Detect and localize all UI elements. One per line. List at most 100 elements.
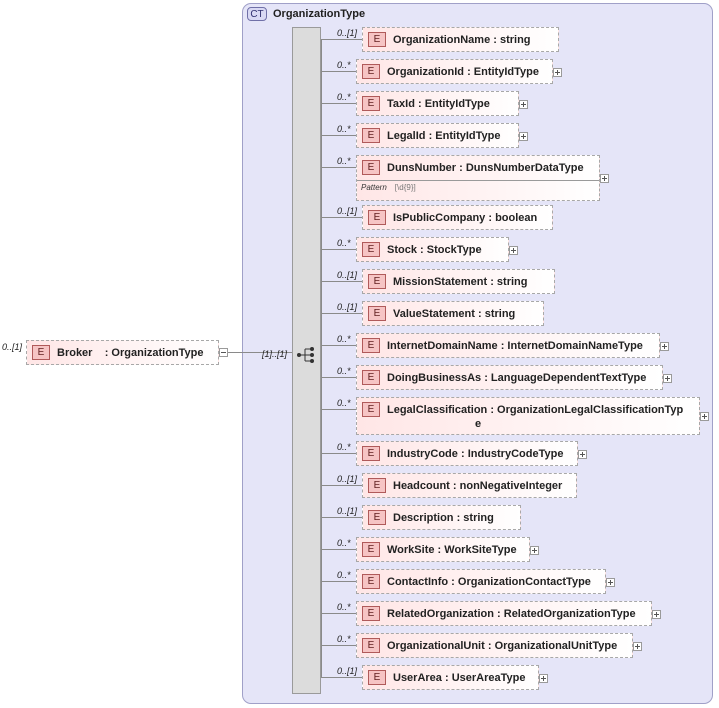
element-cardinality: 0..* [337,124,351,134]
element-badge: E [362,542,380,557]
element-badge: E [362,402,380,417]
element-label: Description : string [393,511,494,525]
complex-type-name: OrganizationType [273,8,366,20]
element-name: LegalId [387,130,426,142]
element-type: : string [490,276,528,288]
element-name: OrganizationName [393,34,491,46]
element-cardinality: 0..[1] [337,474,358,484]
element-label: Broker : OrganizationType [57,346,204,360]
element-description[interactable]: E Description : string [362,505,521,530]
connector-line [321,281,362,282]
element-cardinality: 0..[1] [337,666,358,676]
element-cardinality: 0..[1] [337,206,358,216]
expand-icon[interactable] [578,450,587,459]
element-label: LegalClassification : OrganizationLegalC… [387,403,683,431]
element-cardinality: 0..* [337,156,351,166]
expand-icon[interactable] [509,246,518,255]
connector-line [321,377,356,378]
element-label: MissionStatement : string [393,275,527,289]
element-worksite[interactable]: E WorkSite : WorkSiteType [356,537,530,562]
root-element-broker[interactable]: E Broker : OrganizationType [26,340,219,365]
connector-line [321,517,362,518]
expand-icon[interactable] [539,674,548,683]
element-cardinality: 0..* [337,366,351,376]
connector-line [321,167,356,168]
element-cardinality: 0..* [337,634,351,644]
element-name: ContactInfo [387,576,449,588]
element-type-wrap: e [475,418,482,430]
element-name: MissionStatement [393,276,488,288]
expand-icon[interactable] [700,412,709,421]
element-cardinality: 0..[1] [337,270,358,280]
element-type: : WorkSiteType [437,544,517,556]
element-name: InternetDomainName [387,340,498,352]
element-cardinality: 0..* [337,60,351,70]
element-label: TaxId : EntityIdType [387,97,490,111]
expand-icon[interactable] [530,546,539,555]
sequence-cardinality: [1]..[1] [262,349,288,359]
element-type: : InternetDomainNameType [500,340,643,352]
expand-icon[interactable] [606,578,615,587]
element-type: : DunsNumberDataType [459,162,584,174]
element-legalid[interactable]: E LegalId : EntityIdType [356,123,519,148]
element-name: ValueStatement [393,308,475,320]
pattern-label: Pattern [361,183,387,192]
element-name: Headcount [393,480,450,492]
expand-icon[interactable] [652,610,661,619]
element-type: : UserAreaType [444,672,526,684]
element-cardinality: 0..[1] [337,302,358,312]
element-name: DunsNumber [387,162,457,174]
element-type: : EntityIdType [417,98,490,110]
expand-icon[interactable] [553,68,562,77]
element-name: Description [393,512,454,524]
expand-icon[interactable] [519,132,528,141]
element-type: : OrganizationType [104,347,204,359]
element-legalclassification[interactable]: E LegalClassification : OrganizationLegal… [356,397,700,435]
element-relatedorganization[interactable]: E RelatedOrganization : RelatedOrganizati… [356,601,652,626]
connector-line [321,453,356,454]
connector-line [321,249,356,250]
element-type: : IndustryCodeType [460,448,564,460]
expand-icon[interactable] [519,100,528,109]
element-cardinality: 0..* [337,92,351,102]
expand-icon[interactable] [663,374,672,383]
element-cardinality: 0..* [337,602,351,612]
element-label: OrganizationName : string [393,33,531,47]
expand-icon[interactable] [633,642,642,651]
element-type: : OrganizationalUnitType [487,640,618,652]
expand-icon[interactable] [600,174,609,183]
element-label: OrganizationId : EntityIdType [387,65,539,79]
element-badge: E [362,446,380,461]
connector-line [321,345,356,346]
element-type: : EntityIdType [428,130,501,142]
element-label: WorkSite : WorkSiteType [387,543,517,557]
element-label: RelatedOrganization : RelatedOrganizatio… [387,607,636,621]
element-cardinality: 0..* [337,238,351,248]
element-type: : EntityIdType [467,66,539,78]
element-label: InternetDomainName : InternetDomainNameT… [387,339,643,353]
element-badge: E [362,128,380,143]
element-name: OrganizationId [387,66,464,78]
element-badge: E [368,510,386,525]
element-badge: E [362,370,380,385]
expand-icon[interactable] [660,342,669,351]
collapse-icon[interactable] [219,348,228,357]
element-badge: E [362,606,380,621]
element-cardinality: 0..[1] [337,506,358,516]
element-cardinality: 0..[1] [337,28,358,38]
